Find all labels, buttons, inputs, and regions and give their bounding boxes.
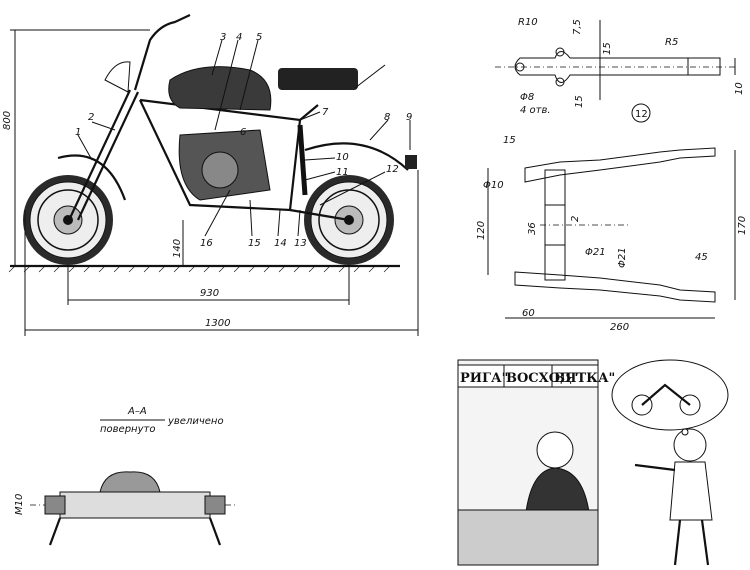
dim-m10: M10 <box>14 494 25 515</box>
cartoon-illustration: РИГА" ВОСХОД" ВЯТКА" <box>457 359 729 566</box>
boy-body <box>669 461 713 521</box>
handlebar <box>133 14 191 91</box>
callout-14: 14 <box>274 238 287 249</box>
seat <box>278 68 358 90</box>
headlight <box>104 61 131 93</box>
dim-r10: R10 <box>518 17 538 28</box>
front-wheel <box>23 175 113 265</box>
dim-170: 170 <box>737 216 748 235</box>
boy-pointing-arm <box>634 463 676 472</box>
counter <box>457 509 599 566</box>
shopkeeper-head <box>536 431 574 469</box>
callout-3: 3 <box>220 32 226 43</box>
front-fork <box>69 89 131 219</box>
callout-4: 4 <box>236 32 242 43</box>
dim-60: 60 <box>522 308 535 319</box>
callout-2: 2 <box>88 112 94 123</box>
dim-15: 15 <box>503 135 516 146</box>
dim-phi21-a: Φ21 <box>585 247 606 258</box>
swingarm-lower-tube <box>514 271 716 303</box>
dim-260: 260 <box>610 322 629 333</box>
callout-10: 10 <box>336 152 349 163</box>
dim-r5: R5 <box>665 37 678 48</box>
callout-1: 1 <box>75 127 81 138</box>
sign-vyatka: ВЯТКА" <box>554 371 615 386</box>
swingarm-side-view: 15 Φ10 120 36 2 Φ21 Φ21 170 45 60 260 <box>476 135 748 333</box>
dim-120: 120 <box>476 221 487 240</box>
dim-7-5: 7,5 <box>572 19 583 35</box>
callout-labels: 1 2 3 4 5 6 7 8 9 10 11 12 13 14 15 16 <box>75 32 412 249</box>
hole-count: 4 отв. <box>520 105 551 116</box>
ground-clearance-dim: 140 <box>172 239 183 258</box>
callout-6: 6 <box>240 127 246 138</box>
bubble-bike-icon <box>641 383 691 406</box>
callout-15: 15 <box>248 238 261 249</box>
dim-10: 10 <box>734 82 745 95</box>
dim-phi10: Φ10 <box>483 180 504 191</box>
dim-45: 45 <box>695 252 708 263</box>
axle-tube <box>59 491 211 519</box>
part-number-circle <box>631 103 651 123</box>
swingarm-plate-view: R10 7,5 15 R5 10 15 Φ8 4 отв. 12 <box>495 17 745 123</box>
sign-voskhod: ВОСХОД" <box>506 371 578 386</box>
section-a-a: А–А повернуто увеличено M10 <box>14 406 235 546</box>
dim-2: 2 <box>570 216 581 222</box>
sign-riga: РИГА" <box>460 371 508 386</box>
swingarm-upper-tube <box>524 147 716 183</box>
hole-dim: Φ8 <box>520 92 534 103</box>
callout-12: 12 <box>386 164 399 175</box>
callout-11: 11 <box>336 167 349 178</box>
callout-7: 7 <box>322 107 329 118</box>
wheelbase-dim: 930 <box>200 288 219 299</box>
minibike-side-view: 1 2 3 4 5 6 7 8 9 10 11 12 13 14 15 16 8… <box>2 14 419 336</box>
callout-5: 5 <box>256 32 262 43</box>
section-rotated: повернуто <box>100 424 155 435</box>
rear-shock <box>297 124 308 196</box>
callout-16: 16 <box>200 238 213 249</box>
height-dim: 800 <box>2 111 13 130</box>
dim-15-a: 15 <box>602 42 613 55</box>
dim-phi21-b: Φ21 <box>617 247 628 268</box>
front-fender <box>57 154 127 201</box>
fuel-tank <box>168 66 272 111</box>
boy-head <box>673 428 707 462</box>
callout-13: 13 <box>294 238 307 249</box>
callout-9: 9 <box>406 112 412 123</box>
tail-light <box>405 155 417 169</box>
section-title: А–А <box>127 406 147 417</box>
section-enlarged: увеличено <box>167 416 224 427</box>
callout-8: 8 <box>384 112 390 123</box>
shopkeeper-body <box>524 467 591 521</box>
thought-bubble <box>611 359 729 431</box>
dim-15-b: 15 <box>574 95 585 108</box>
part-number: 12 <box>635 109 648 120</box>
dim-36: 36 <box>527 222 538 235</box>
length-dim: 1300 <box>205 318 230 329</box>
rear-fender <box>304 142 409 171</box>
ground-hatch <box>8 265 391 273</box>
